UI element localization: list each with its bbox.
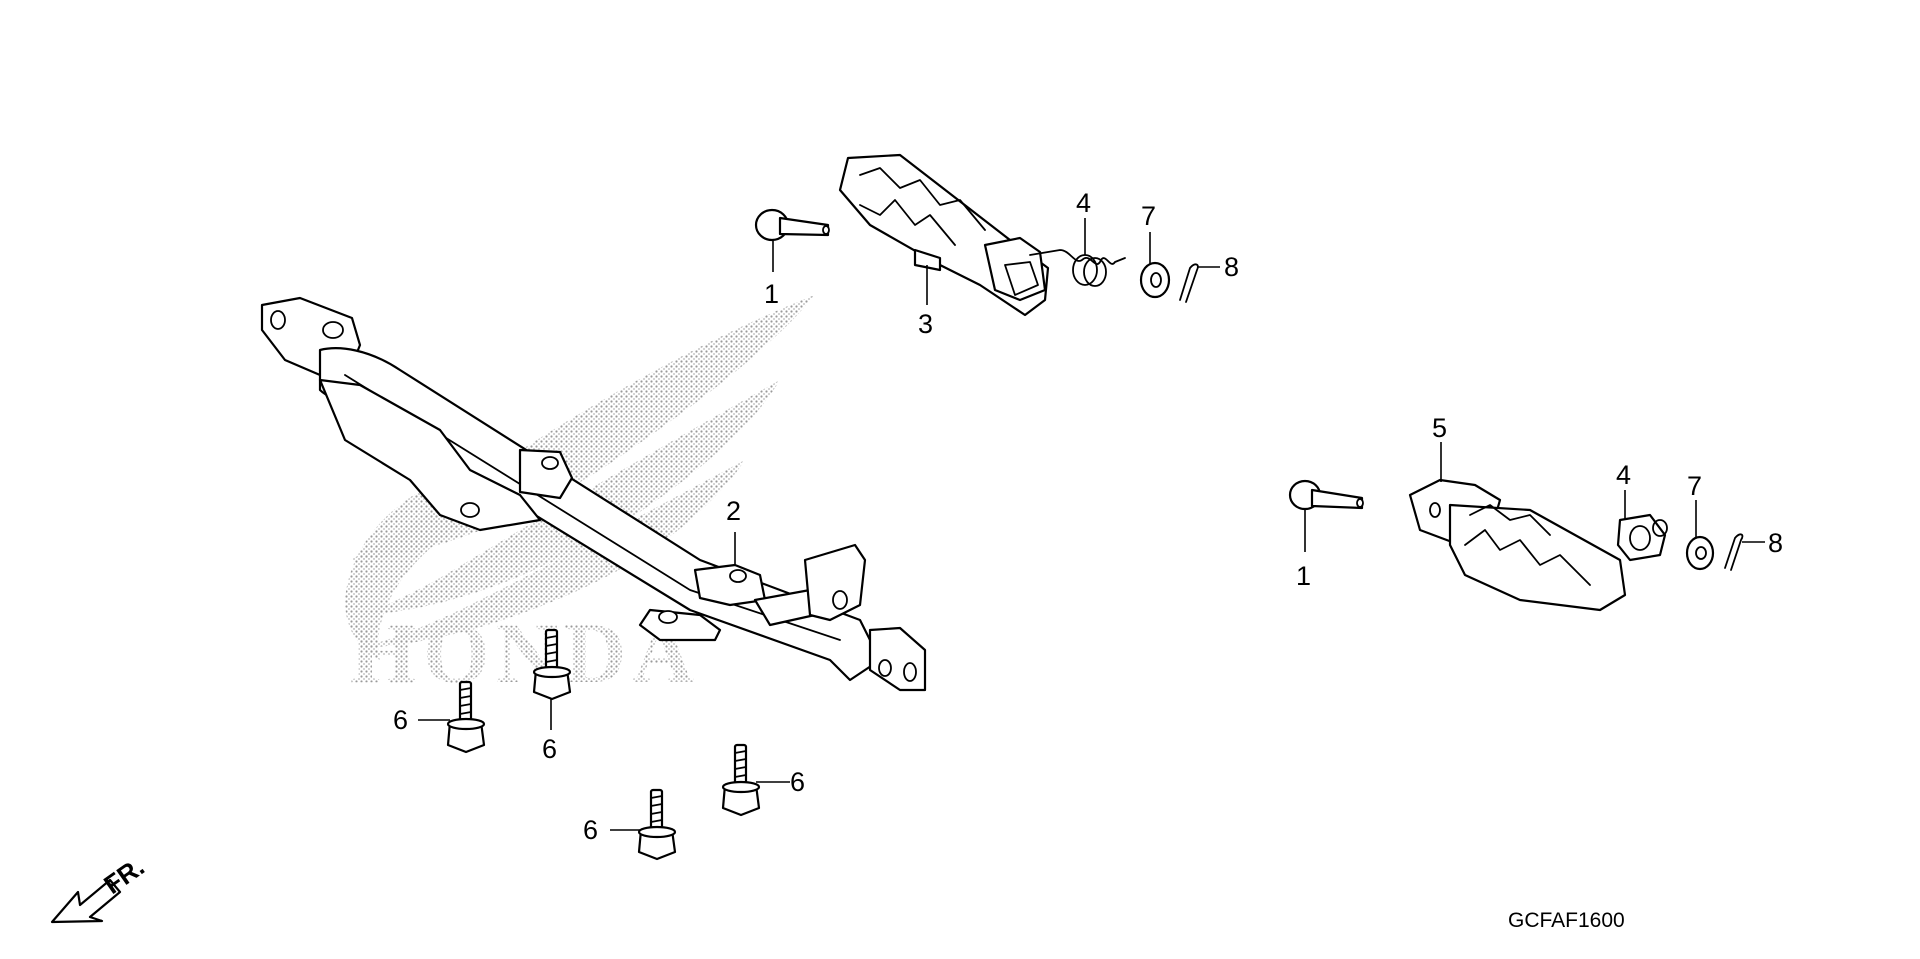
front-arrow-icon [50, 878, 122, 924]
footpeg-pin-right [1288, 479, 1364, 511]
callout-part-1-left: 1 [764, 279, 779, 309]
callout-part-8-left: 8 [1224, 252, 1239, 282]
cotter-pin-left [1179, 263, 1199, 303]
flange-bolt-c [721, 743, 761, 817]
callout-part-7-right: 7 [1687, 471, 1702, 501]
callout-part-1-right: 1 [1296, 561, 1311, 591]
leader-lines [418, 218, 1765, 831]
callout-part-6-a: 6 [393, 705, 408, 735]
diagram-code: GCFAF1600 [1508, 909, 1625, 932]
callout-labels: 1 1 2 3 4 4 5 6 6 6 6 7 7 8 8 [393, 188, 1783, 845]
callout-part-4-left: 4 [1076, 188, 1091, 218]
callout-part-4-right: 4 [1616, 460, 1631, 490]
callout-part-2: 2 [726, 496, 741, 526]
return-spring-right [1616, 513, 1668, 562]
front-direction-indicator: FR. [50, 851, 150, 924]
brand-watermark-text: HONDA [350, 605, 700, 701]
callout-part-5: 5 [1432, 413, 1447, 443]
flange-bolt-a [446, 680, 486, 754]
callout-part-6-c: 6 [790, 767, 805, 797]
footpeg-pin-left [754, 208, 830, 242]
callout-part-6-b: 6 [542, 734, 557, 764]
washer-left [1139, 261, 1171, 299]
footpeg-bracket [260, 296, 927, 692]
callout-part-3: 3 [918, 309, 933, 339]
flange-bolt-b [532, 628, 572, 701]
washer-right [1685, 535, 1715, 571]
cotter-pin-right [1724, 533, 1744, 571]
footpeg-right [1408, 478, 1627, 612]
callout-part-6-d: 6 [583, 815, 598, 845]
callout-part-7-left: 7 [1141, 201, 1156, 231]
footpeg-left [838, 153, 1050, 317]
callout-part-8-right: 8 [1768, 528, 1783, 558]
flange-bolt-d [637, 788, 677, 861]
